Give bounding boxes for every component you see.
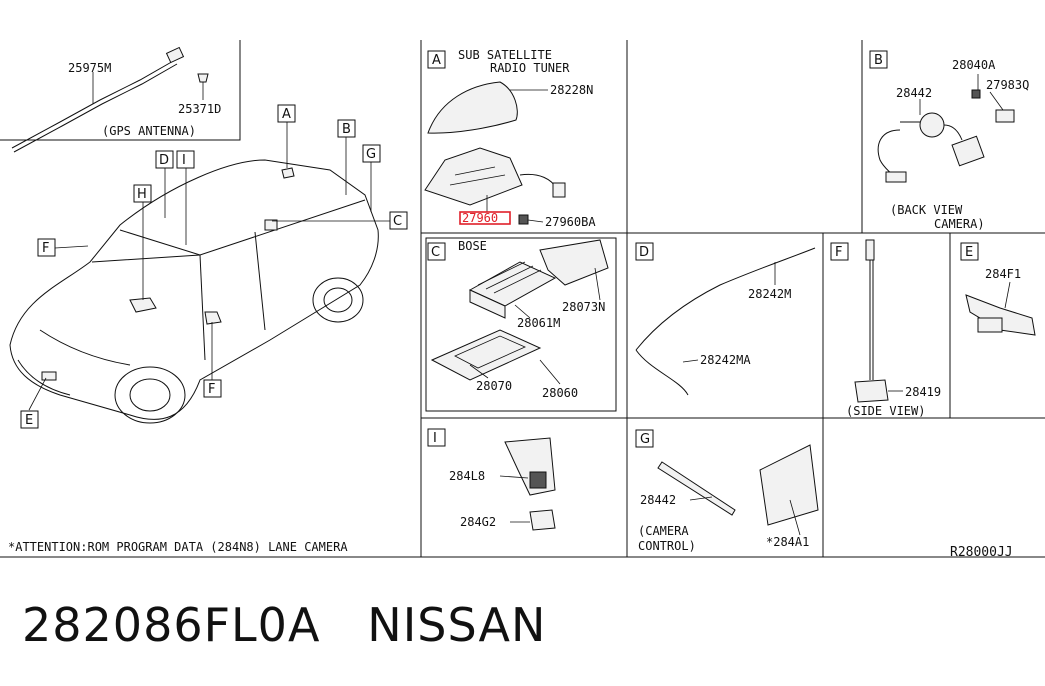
panel-g-camera-control: G 28442 *284A1 (CAMERA CONTROL) [635,429,819,553]
callout-d-letter: D [159,153,169,168]
highlight-box-27960 [459,211,511,225]
panel-a-title-line2: RADIO TUNER [490,61,570,75]
part-label-28228N: 28228N [550,83,593,97]
part-label-25975M: 25975M [68,61,111,75]
panel-f-caption: (SIDE VIEW) [846,404,925,418]
part-label-284G2: 284G2 [460,515,496,529]
panel-g-letter: G [640,432,650,447]
part-label-28070: 28070 [476,379,512,393]
callout-g-letter: G [366,147,376,162]
panel-i-lane-camera: I 284L8 284G2 [427,428,556,531]
panel-c-letter: C [431,245,440,260]
callout-a-letter: A [282,107,291,122]
panel-f-side-view-camera: F 28419 (SIDE VIEW) [830,239,941,418]
panel-g-caption-line1: (CAMERA [638,524,689,538]
part-label-284F1: 284F1 [985,267,1021,281]
callout-c-letter: C [393,214,402,229]
panel-f-letter: F [835,245,842,260]
panel-e-letter: E [965,245,973,260]
panel-g-caption-line2: CONTROL) [638,539,696,553]
panel-grid [0,40,1045,558]
part-label-28040A: 28040A [952,58,996,72]
diagram-code: R28000JJ [950,545,1013,560]
part-label-28073N: 28073N [562,300,605,314]
panel-d-letter: D [639,245,649,260]
callout-d[interactable]: D [155,150,174,169]
part-label-27960: 27960 [462,211,498,225]
callout-i-letter: I [182,153,186,168]
panel-b-caption-line1: (BACK VIEW [890,203,963,217]
callout-h-letter: H [137,187,147,202]
part-number: 282086FL0A [22,598,321,652]
part-label-25371D: 25371D [178,102,221,116]
part-label-28442-b: 28442 [896,86,932,100]
part-label-28060: 28060 [542,386,578,400]
callout-f-left-letter: F [42,241,49,256]
panel-e-front-camera: E 284F1 [960,242,1036,336]
part-label-28419: 28419 [905,385,941,399]
part-label-284L8: 284L8 [449,469,485,483]
callout-c[interactable]: C [389,211,408,230]
brand-name: NISSAN [367,598,547,652]
panel-c-bose-amplifier: C BOSE 28073N 28061M 28070 28060 [425,237,617,412]
part-caption: 282086FL0A NISSAN [22,598,546,652]
attention-note: *ATTENTION:ROM PROGRAM DATA (284N8) LANE… [8,540,348,554]
panel-i-letter: I [433,431,437,446]
panel-a-title-line1: SUB SATELLITE [458,48,552,62]
callout-e[interactable]: E [20,410,39,429]
panel-d-harness: D 28242M 28242MA [635,242,816,396]
callout-f-right[interactable]: F [203,379,222,398]
gps-antenna-panel: 25975M 25371D (GPS ANTENNA) [0,40,241,153]
panel-b-letter: B [874,53,883,68]
callout-f-left[interactable]: F [37,238,56,257]
part-label-27960BA: 27960BA [545,215,596,229]
callout-b-letter: B [342,122,351,137]
panel-b-back-view-camera: B 28442 28040A 27983Q (BACK VIEW CAMERA) [869,50,1029,231]
part-label-28242MA: 28242MA [700,353,751,367]
gps-antenna-caption: (GPS ANTENNA) [102,124,196,138]
panel-a-sub-satellite-radio-tuner: A SUB SATELLITE RADIO TUNER 28228N 27960… [424,48,596,229]
callout-f-right-letter: F [208,382,215,397]
vehicle-callouts: A B G C D I H F F E [20,104,408,429]
panel-a-letter: A [432,53,441,68]
part-label-28442-g: 28442 [640,493,676,507]
part-label-28061M: 28061M [517,316,560,330]
callout-b[interactable]: B [337,119,356,138]
part-label-27983Q: 27983Q [986,78,1029,92]
vehicle-illustration [9,122,390,424]
panel-b-caption-line2: CAMERA) [934,217,985,231]
callout-i[interactable]: I [176,150,195,169]
callout-h[interactable]: H [133,184,152,203]
panel-c-brand: BOSE [458,239,487,253]
callout-a[interactable]: A [277,104,296,123]
callout-g[interactable]: G [362,144,381,163]
part-label-284A1: *284A1 [766,535,809,549]
part-label-28242M: 28242M [748,287,791,301]
callout-e-letter: E [25,413,33,428]
